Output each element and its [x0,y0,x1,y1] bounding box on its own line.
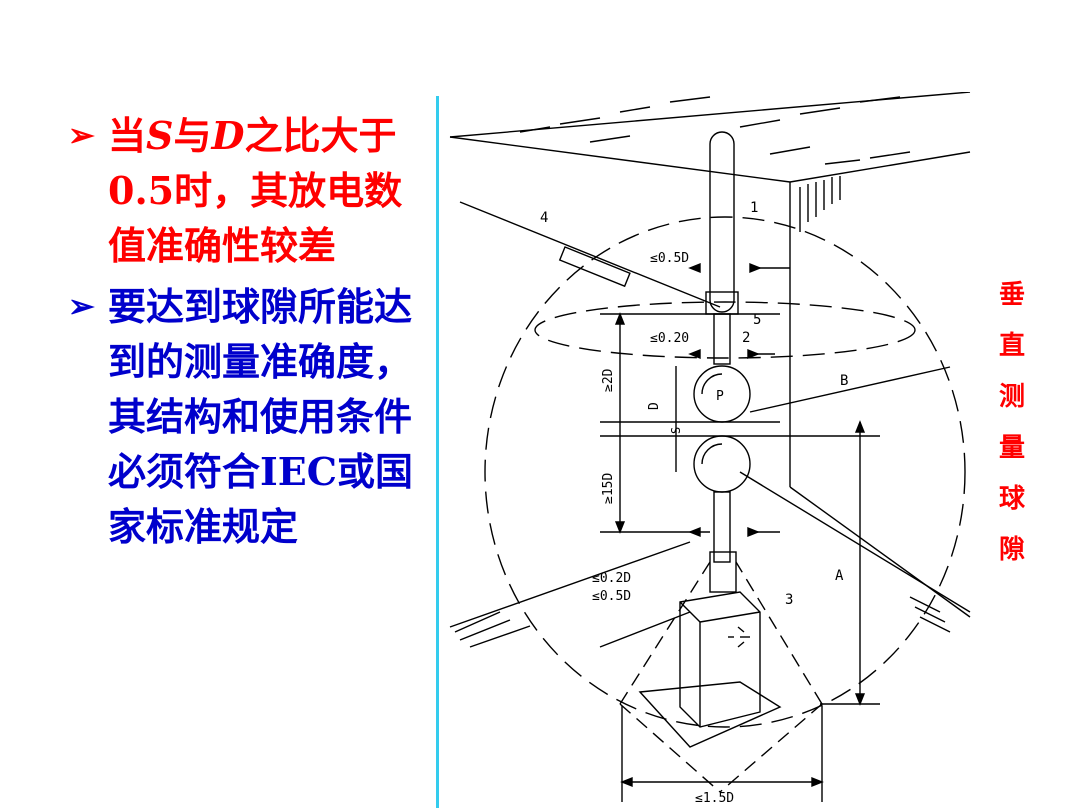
label-one-half-d: ≤1.5D [695,791,734,806]
bullet-item-accuracy: ➢ 要达到球隙所能达到的测量准确度，其结构和使用条件必须符合IEC或国家标准规定 [60,279,430,554]
sphere-gap-diagram: 4 1 5 2 3 P B A ≤0.5D ≤0.20 ≤0.2D ≤0.5D … [440,91,980,812]
ceiling-hatch [519,96,901,155]
label-b: B [840,373,848,389]
support-column [679,591,761,728]
label-a: A [835,568,844,584]
illumination-tube-line [459,201,721,308]
vertical-divider [436,96,439,808]
bullet-list: ➢ 当S与D之比大于0.5时，其放电数值准确性较差 ➢ 要达到球隙所能达到的测量… [60,108,430,560]
bullet-rest: 之比大于0.5时，其放电数值准确性较差 [108,113,403,268]
bullet-item-ratio: ➢ 当S与D之比大于0.5时，其放电数值准确性较差 [60,108,430,273]
bullet-prefix: 当 [108,113,147,158]
callout-5: 5 [753,312,761,328]
lower-stem [713,491,731,563]
lower-coupler [709,551,737,593]
sphere-label-p: P [716,389,724,404]
vertical-title-char: 垂 [998,280,1025,310]
label-half-d-low: ≤0.5D [592,589,631,604]
ceiling-edge [449,136,791,183]
label-point-2-d: ≤0.20 [650,331,689,346]
floor-line [449,541,691,628]
vertical-title-char: 球 [998,484,1025,514]
callout-3: 3 [785,592,793,608]
label-d: D [647,402,662,410]
spark-icon [728,626,750,648]
label-fifteen-d: ≥15D [601,473,616,504]
vertical-title-char: 测 [998,382,1025,412]
arrow-bullet-icon: ➢ [68,116,95,154]
vertical-title-char: 隙 [998,535,1025,565]
vertical-title: 垂 直 测 量 球 隙 [990,270,1034,576]
upper-stem [713,313,731,365]
clearance-ellipse [534,301,916,359]
callout-1: 1 [750,200,758,216]
bullet-text: 要达到球隙所能达到的测量准确度，其结构和使用条件必须符合IEC或国家标准规定 [108,284,413,549]
callout-2: 2 [742,330,750,346]
label-point-2d-low: ≤0.2D [592,571,631,586]
upper-rod [709,131,735,313]
bullet-d-symbol: D [211,113,245,158]
label-two-d: ≥2D [601,368,616,392]
bullet-s-symbol: S [146,113,174,158]
vertical-title-char: 直 [998,331,1025,361]
label-half-d-top: ≤0.5D [650,251,689,266]
bullet-mid: 与 [173,113,212,158]
arrow-bullet-icon: ➢ [68,287,95,325]
illumination-tube [558,246,631,288]
base-plate [638,681,782,748]
b-line [749,366,951,413]
callout-4: 4 [540,210,548,226]
clearance-sphere [484,216,966,728]
vertical-title-char: 量 [998,433,1025,463]
floor-hatch [454,596,951,648]
label-s: S [669,427,683,434]
wall-hatch [799,151,911,232]
